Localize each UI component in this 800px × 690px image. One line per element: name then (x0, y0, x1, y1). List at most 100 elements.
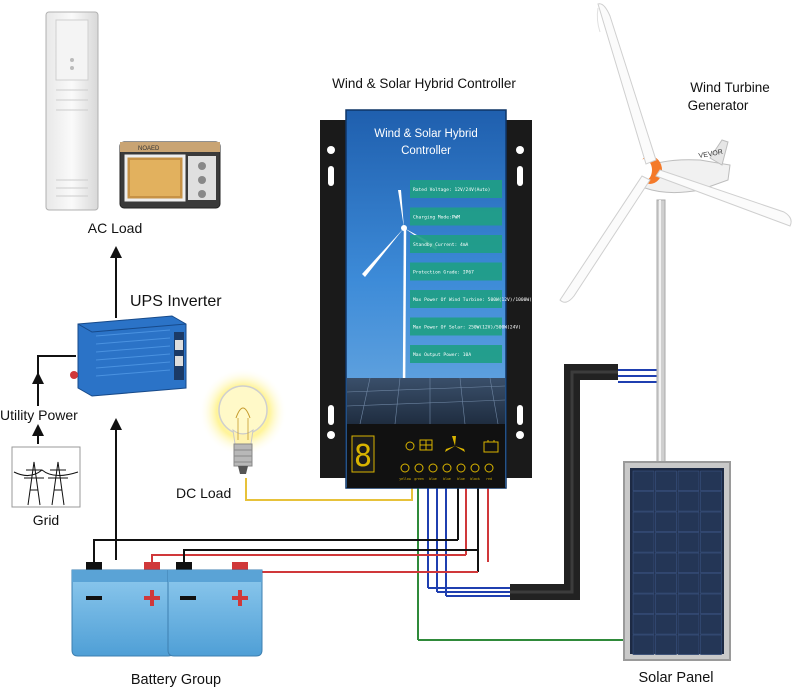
solar-cell (677, 552, 700, 573)
solar-cell (632, 614, 655, 635)
solar-cell (700, 552, 722, 573)
battery-1 (71, 562, 175, 657)
solar-cell (632, 634, 655, 655)
solar-cell (655, 532, 677, 553)
dc-load-label: DC Load (176, 485, 231, 501)
solar-cell (655, 552, 677, 573)
terminal: black (470, 463, 480, 481)
spec-item: Rated Voltage: 12V/24V(Auto) (410, 180, 502, 198)
ups-inverter-label: UPS Inverter (130, 293, 222, 310)
battery-black-wire-1 (93, 539, 458, 566)
solar-cell (677, 470, 700, 491)
terminal-label: blue (443, 477, 451, 481)
solar-cell (632, 470, 655, 491)
wind-turbine: VEVOR (559, 3, 792, 471)
dc-load-bulb (199, 368, 287, 474)
spec-text: Max Power Of Solar: 250W(12V)/500W(24V) (413, 325, 521, 331)
dc-load-wire (245, 478, 413, 501)
ac-load: NOAED (45, 11, 221, 211)
wind-turbine-label-line2: Generator (688, 98, 749, 113)
grid-label: Grid (33, 512, 59, 528)
solar-cell (700, 614, 722, 635)
terminal-label: black (470, 477, 480, 481)
spec-text: Standby Current: 4mA (413, 242, 469, 248)
spec-text: Rated Voltage: 12V/24V(Auto) (413, 187, 490, 193)
spec-item: Standby Current: 4mA (410, 235, 502, 253)
terminal: red (484, 463, 494, 481)
terminal: green (414, 463, 424, 481)
terminal-label: red (486, 477, 492, 481)
controller-title-line1: Wind & Solar Hybrid (374, 128, 478, 140)
solar-cell (632, 491, 655, 512)
turbine-blade-top (597, 3, 657, 165)
solar-cell (632, 532, 655, 553)
terminal-label: blue (457, 477, 465, 481)
solar-cell (655, 470, 677, 491)
solar-cell (700, 470, 722, 491)
solar-cell (655, 634, 677, 655)
turbine-brand-text: VEVOR (698, 149, 723, 160)
terminal: blue (442, 463, 452, 481)
turbine-blade-right (655, 169, 792, 227)
terminal: blue (428, 463, 438, 481)
turbine-blade-left (559, 175, 651, 303)
spec-text: Protection Grade: IP67 (413, 270, 474, 276)
solar-cell (700, 634, 722, 655)
solar-cell (677, 573, 700, 594)
battery-group (71, 562, 263, 657)
terminal: blue (456, 463, 466, 481)
battery-black-wire-2 (183, 549, 478, 566)
solar-cell (677, 491, 700, 512)
solar-cell (700, 573, 722, 594)
spec-item: Max Output Power: 10A (410, 345, 502, 363)
wind-turbine-label-line1: Wind Turbine (690, 80, 770, 95)
solar-cell (655, 614, 677, 635)
solar-cell (655, 573, 677, 594)
solar-cell (700, 593, 722, 614)
solar-panel (623, 461, 731, 661)
ups-inverter (70, 315, 187, 397)
solar-cell (677, 614, 700, 635)
solar-cell (632, 511, 655, 532)
solar-cell (700, 491, 722, 512)
spec-text: Charging Mode:PWM (413, 215, 460, 221)
terminal: yellow (399, 463, 411, 481)
spec-text: Max Output Power: 10A (413, 352, 471, 358)
solar-cell (655, 593, 677, 614)
terminal-label: green (414, 477, 424, 481)
spec-item: Charging Mode:PWM (410, 207, 502, 226)
grid-pylons (11, 446, 81, 508)
solar-cell (677, 634, 700, 655)
utility-power-label: Utility Power (0, 407, 78, 423)
spec-item: Protection Grade: IP67 (410, 262, 502, 281)
solar-cell (677, 532, 700, 553)
battery-red-wire-2 (239, 568, 478, 573)
hybrid-controller: Wind & Solar Hybrid Controller Rated Vol… (320, 109, 543, 489)
solar-cell (677, 511, 700, 532)
oven-brand-text: NOAED (138, 146, 160, 152)
solar-cell (655, 491, 677, 512)
terminal-label: blue (429, 477, 437, 481)
solar-cells (632, 470, 722, 655)
battery-2 (167, 562, 263, 657)
solar-panel-label: Solar Panel (639, 670, 714, 686)
terminal-label: yellow (399, 477, 411, 481)
controller-title-line2: Controller (401, 145, 451, 157)
solar-cell (655, 511, 677, 532)
utility-power-arrow (32, 372, 44, 384)
solar-cell (632, 593, 655, 614)
solar-cell (632, 552, 655, 573)
ac-load-label: AC Load (88, 220, 142, 236)
controller-spec-list: Rated Voltage: 12V/24V(Auto) Charging Mod… (410, 180, 543, 363)
battery-group-label: Battery Group (131, 672, 221, 688)
spec-text: Max Power Of Wind Turbine: 500W(12V)/100… (413, 297, 543, 303)
spec-item: Max Power Of Solar: 250W(12V)/500W(24V) (410, 317, 521, 336)
solar-cell (700, 532, 722, 553)
solar-cell (700, 511, 722, 532)
spec-item: Max Power Of Wind Turbine: 500W(12V)/100… (410, 290, 543, 308)
controller-display-digit: 8 (354, 439, 372, 474)
solar-cell (632, 573, 655, 594)
controller-caption: Wind & Solar Hybrid Controller (332, 76, 516, 91)
